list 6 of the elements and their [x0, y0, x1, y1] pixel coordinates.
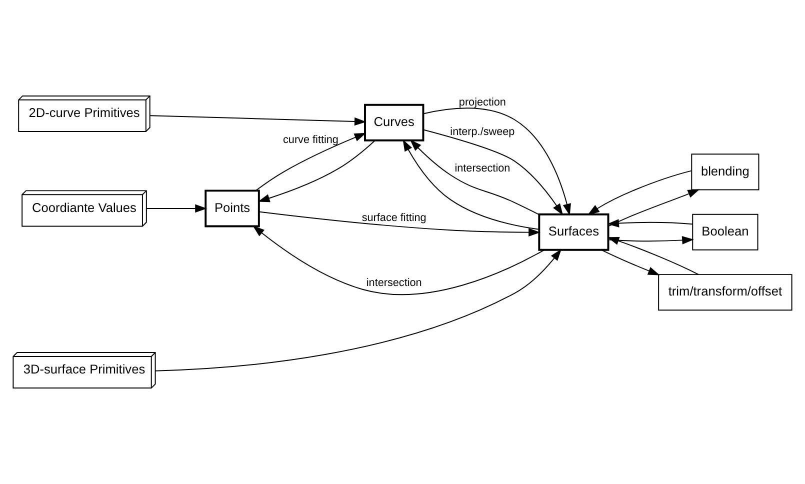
edge-label: intersection: [366, 277, 422, 290]
edge-label: intersection: [454, 162, 510, 175]
edge-label: projection: [458, 96, 506, 109]
edge-label: curve fitting: [282, 134, 338, 146]
edge-label: surface fitting: [362, 212, 426, 224]
edge-label: interp./sweep: [450, 126, 515, 138]
